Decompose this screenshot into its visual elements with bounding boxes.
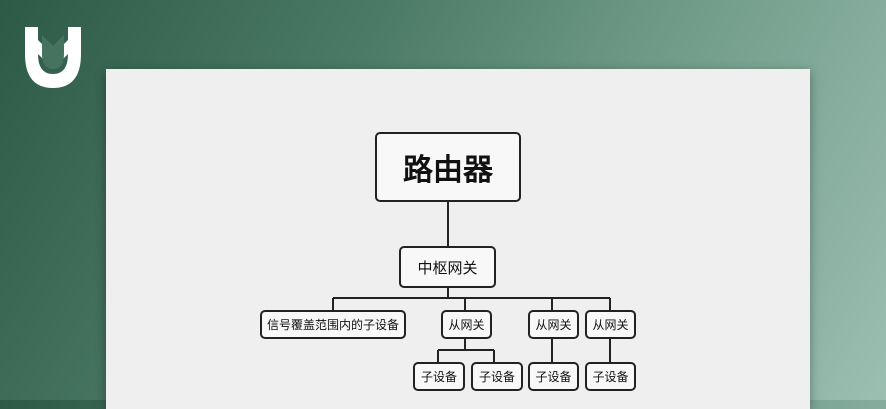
subdevice-node: 子设备	[413, 362, 465, 391]
mi-logo-icon	[25, 27, 81, 88]
slave-gateway-node: 从网关	[441, 310, 492, 339]
connector-lines	[332, 202, 611, 362]
subdevice-node: 子设备	[528, 362, 579, 391]
subdevice-node: 子设备	[471, 362, 523, 391]
slave-gateway-node: 从网关	[528, 310, 579, 339]
hub-gateway-node: 中枢网关	[399, 246, 496, 288]
subdevice-node: 子设备	[585, 362, 636, 391]
diagram-sheet: 路由器 中枢网关 信号覆盖范围内的子设备 从网关 从网关 从网关 子设备 子设备…	[106, 69, 810, 409]
router-node: 路由器	[375, 132, 521, 202]
coverage-subdevices-node: 信号覆盖范围内的子设备	[260, 310, 406, 339]
slave-gateway-node: 从网关	[585, 310, 636, 339]
